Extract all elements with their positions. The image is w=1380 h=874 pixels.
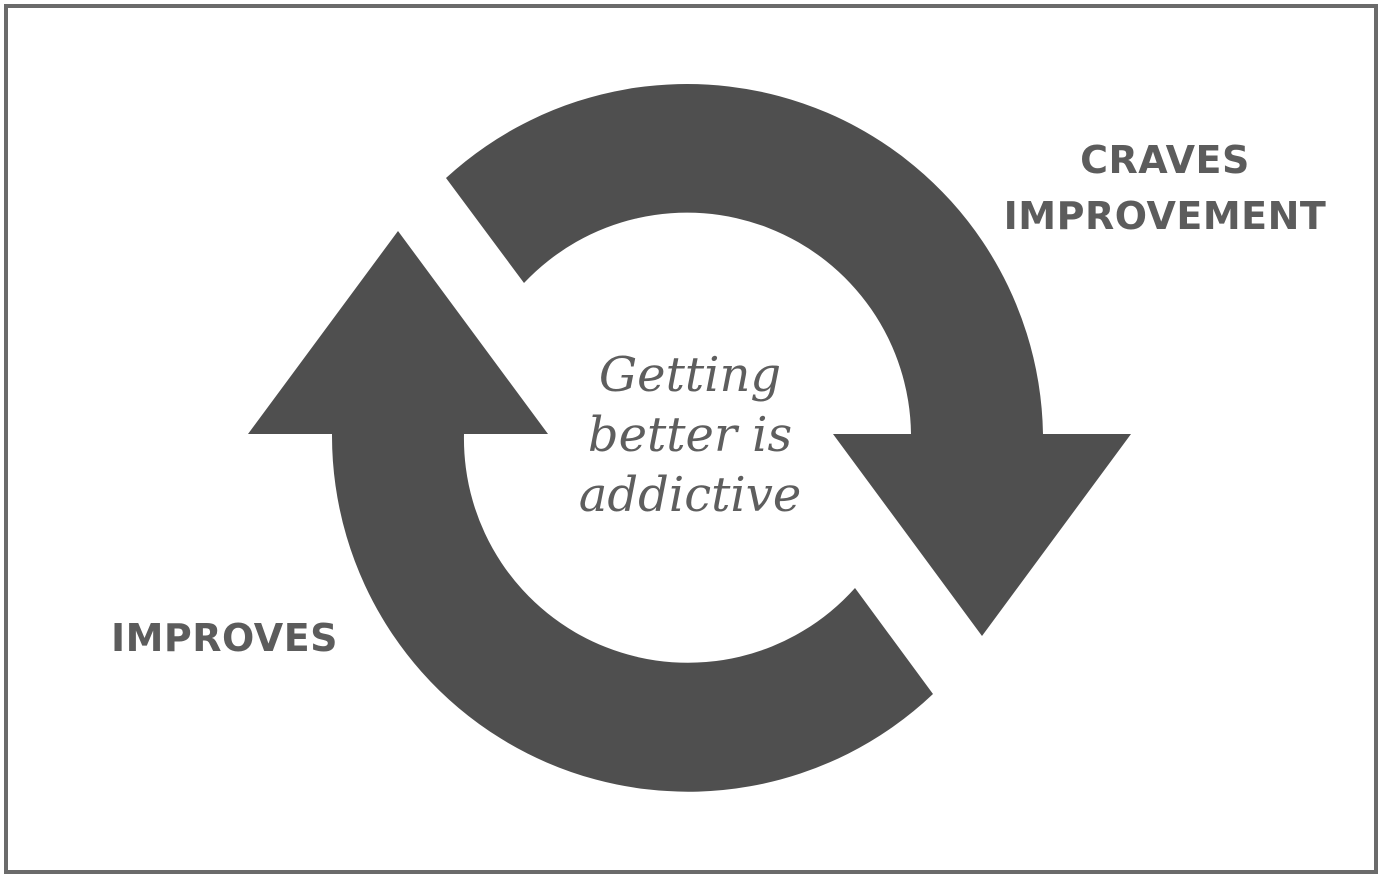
cycle-arrow-top-right-icon [446, 83, 1131, 636]
label-improves: IMPROVES [92, 610, 357, 666]
center-caption: Getting better is addictive [540, 345, 840, 525]
center-caption-line: Getting [598, 347, 782, 403]
label-line: CRAVES [1080, 138, 1250, 182]
label-line: IMPROVES [110, 616, 339, 660]
label-line: IMPROVEMENT [1003, 194, 1327, 238]
label-craves-improvement: CRAVES IMPROVEMENT [990, 132, 1340, 244]
cycle-arrow-bottom-left-icon [248, 231, 933, 792]
center-caption-line: better is [587, 407, 793, 463]
center-caption-line: addictive [578, 467, 802, 523]
